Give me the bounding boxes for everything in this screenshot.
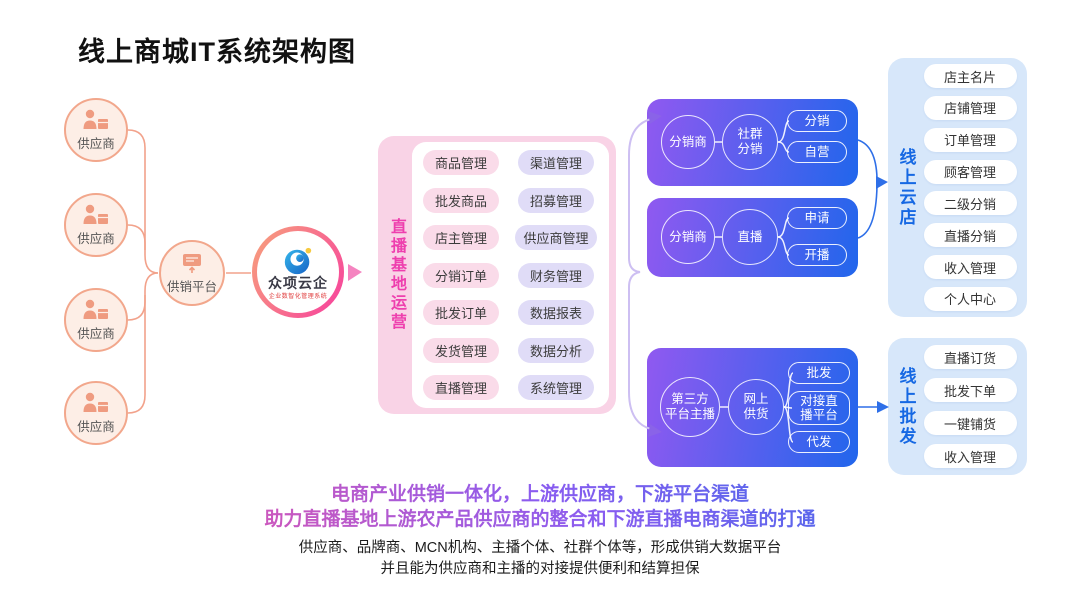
flow-pill: 批发: [788, 362, 850, 384]
module-pill: 发货管理: [422, 337, 499, 363]
module-pill: 批发商品: [422, 187, 499, 213]
online-supply-node: 网上 供货: [728, 379, 784, 435]
flow-box-live: 分销商 直播 申请 开播: [647, 198, 858, 277]
flow-pill: 分销: [787, 110, 847, 132]
supplier-label: 供应商: [77, 231, 115, 246]
module-pill: 数据报表: [517, 300, 594, 325]
module-pill: 数据分析: [517, 337, 594, 363]
module-pill: 招募管理: [517, 187, 594, 213]
module-pill: 财务管理: [517, 262, 594, 288]
module-pill: 系统管理: [517, 375, 594, 400]
flow-pill: 开播: [787, 244, 847, 266]
distributor-node: 分销商: [661, 115, 715, 169]
brand-logo: 众项云企 企业数智化管理系统: [252, 226, 344, 318]
cloud-store-pills: 店主名片 店铺管理 订单管理 顾客管理 二级分销 直播分销 收入管理 个人中心: [921, 64, 1019, 311]
feature-pill: 直播分销: [923, 223, 1017, 248]
footer-headline-2: 助力直播基地上游农产品供应商的整合和下游直播电商渠道的打通: [0, 504, 1080, 531]
page-title: 线上商城IT系统架构图: [78, 37, 356, 67]
supply-platform-node: 供销平台: [159, 240, 225, 306]
supplier-label: 供应商: [77, 419, 115, 434]
flow-pill: 对接直 播平台: [788, 391, 850, 425]
feature-pill: 批发下单: [923, 378, 1017, 402]
supplier-icon: [83, 204, 108, 224]
supplier-node: 供应商: [64, 98, 128, 162]
live-node: 直播: [722, 209, 778, 265]
logo-tagline: 企业数智化管理系统: [268, 293, 328, 300]
supplier-node: 供应商: [64, 193, 128, 257]
platform-label: 供销平台: [166, 280, 217, 294]
logo-name: 众项云企: [268, 276, 328, 292]
feature-pill: 收入管理: [923, 444, 1017, 468]
feature-pill: 收入管理: [923, 255, 1017, 280]
supplier-icon: [83, 299, 108, 319]
supplier-node: 供应商: [64, 288, 128, 352]
module-pill: 供应商管理: [515, 225, 597, 250]
feature-pill: 订单管理: [923, 127, 1017, 152]
module-pill: 商品管理: [422, 150, 499, 175]
feature-pill: 个人中心: [923, 286, 1017, 311]
feature-pill: 直播订货: [923, 345, 1017, 369]
supplier-icon: [83, 392, 108, 412]
flow-box-third-party: 第三方 平台主播 网上 供货 批发 对接直 播平台 代发: [647, 348, 858, 467]
wholesale-pills: 直播订货 批发下单 一键铺货 收入管理: [921, 345, 1019, 468]
flow-pill: 申请: [787, 207, 847, 229]
module-pill: 店主管理: [422, 225, 499, 250]
module-pill: 批发订单: [422, 300, 499, 325]
cloud-store-label: 线上云店: [896, 147, 916, 228]
wholesale-label: 线上批发: [896, 366, 916, 447]
flow-box-community: 分销商 社群 分销 分销 自营: [647, 99, 858, 186]
arrow-right-icon: [876, 176, 888, 189]
supplier-node: 供应商: [64, 381, 128, 445]
platform-board-icon: [183, 254, 201, 273]
module-pill: 直播管理: [422, 375, 499, 400]
feature-pill: 一键铺货: [923, 411, 1017, 435]
module-column-left: 商品管理 批发商品 店主管理 分销订单 批发订单 发货管理 直播管理: [416, 150, 506, 400]
footer-note-2: 并且能为供应商和主播的对接提供便利和结算担保: [380, 561, 700, 577]
supplier-icon: [83, 109, 108, 129]
logo-swirl-icon: [284, 247, 312, 274]
module-pill: 渠道管理: [517, 150, 594, 175]
third-party-anchor-node: 第三方 平台主播: [660, 377, 720, 437]
feature-pill: 店主名片: [923, 64, 1017, 88]
live-base-label: 直播基地运营: [388, 218, 405, 332]
pink-arrow-icon: [348, 264, 362, 281]
feature-pill: 顾客管理: [923, 159, 1017, 184]
footer-note-1: 供应商、品牌商、MCN机构、主播个体、社群个体等，形成供销大数据平台: [298, 540, 782, 556]
flow-pill: 自营: [787, 141, 847, 163]
module-pill: 分销订单: [422, 262, 499, 288]
feature-pill: 店铺管理: [923, 95, 1017, 120]
feature-pill: 二级分销: [923, 191, 1017, 216]
distributor-node: 分销商: [661, 210, 715, 264]
module-column-right: 渠道管理 招募管理 供应商管理 财务管理 数据报表 数据分析 系统管理: [508, 150, 604, 400]
community-distribution-node: 社群 分销: [722, 114, 778, 170]
flow-pill: 代发: [788, 431, 850, 453]
footer-headline-1: 电商产业供销一体化，上游供应商，下游平台渠道: [0, 479, 1080, 506]
supplier-label: 供应商: [77, 326, 115, 341]
supplier-label: 供应商: [77, 136, 115, 151]
